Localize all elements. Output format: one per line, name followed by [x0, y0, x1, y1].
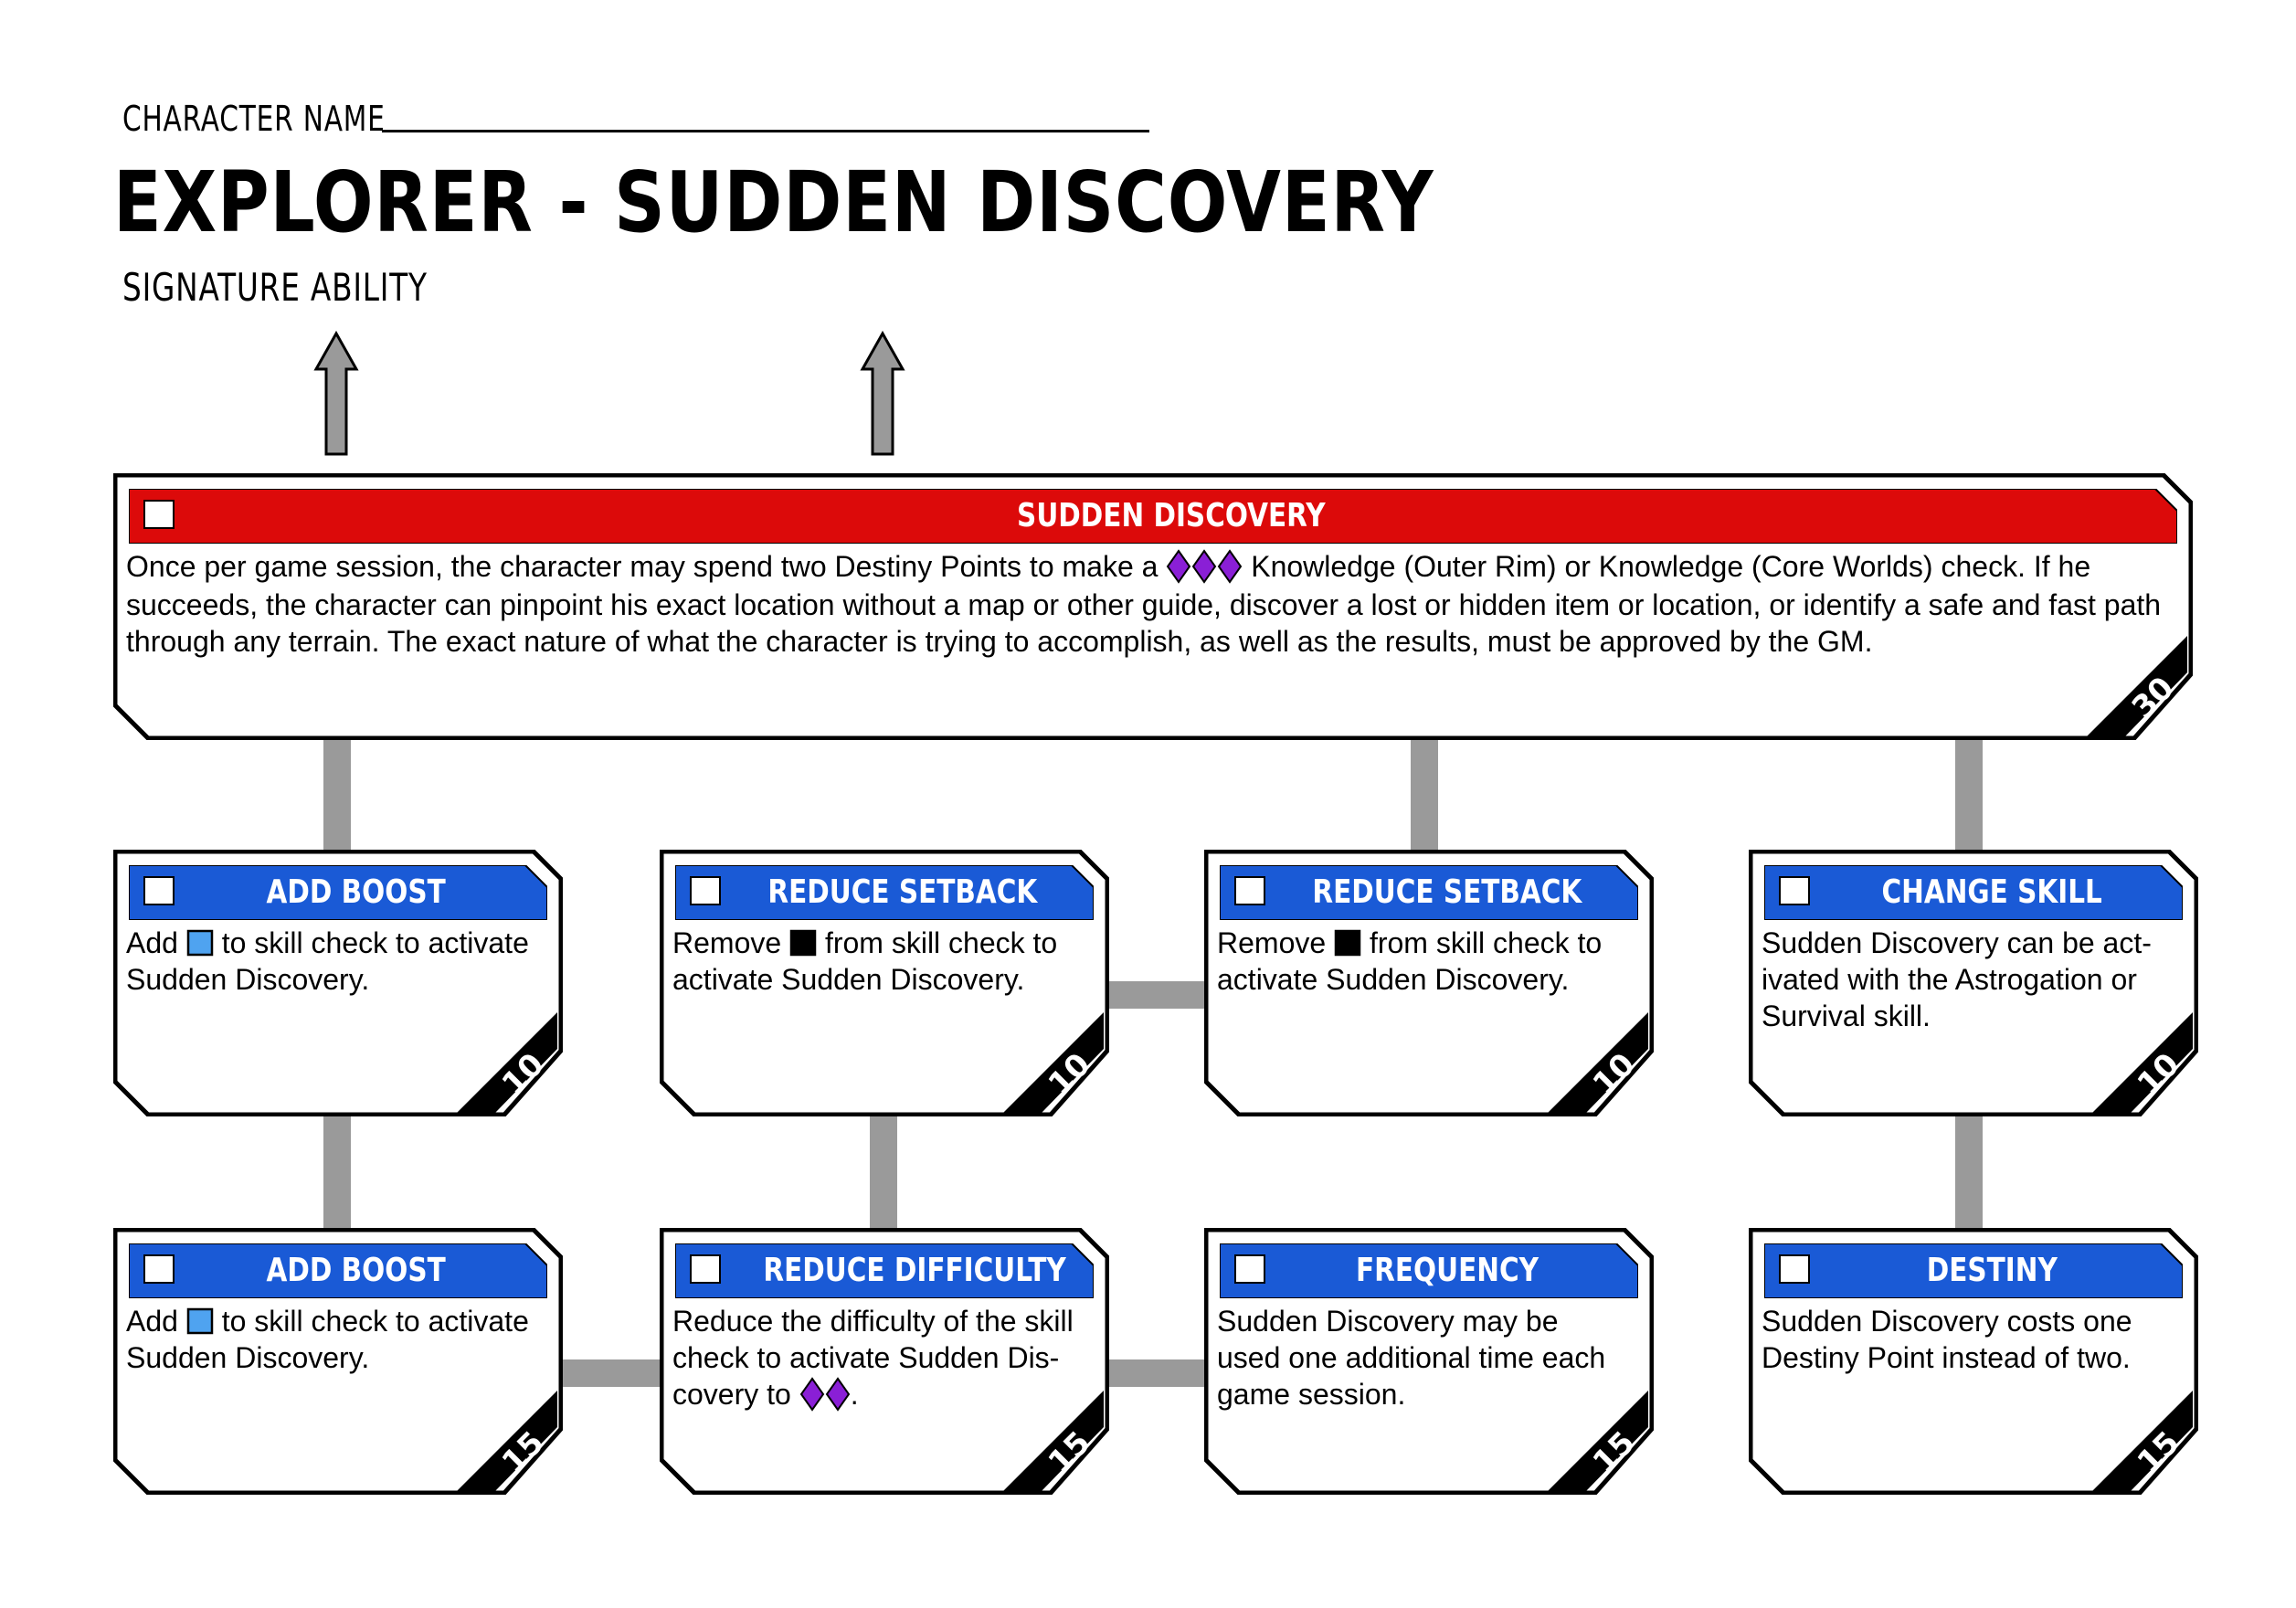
upgrade-description: Add to skill check to activate Sudden Di…	[126, 1305, 529, 1374]
upgrade-checkbox[interactable]	[1779, 876, 1810, 905]
upgrade-card: ADD BOOST Add to skill check to activate…	[113, 850, 563, 1116]
upgrade-title: ADD BOOST	[266, 1252, 447, 1289]
upgrade-card: REDUCE DIFFICULTY Reduce the difficulty …	[660, 1228, 1109, 1495]
upgrade-checkbox[interactable]	[1234, 1254, 1265, 1284]
character-name-label: CHARACTER NAME	[122, 99, 386, 139]
upgrade-card: FREQUENCY Sudden Discovery may be used o…	[1204, 1228, 1654, 1495]
main-ability-description: Once per game session, the character may…	[126, 548, 2162, 658]
upgrade-card: ADD BOOST Add to skill check to activate…	[113, 1228, 563, 1495]
cost-badge: 10	[1548, 1012, 1648, 1113]
page-subtitle: SIGNATURE ABILITY	[122, 265, 428, 310]
upgrade-title: DESTINY	[1926, 1252, 2058, 1289]
page-title: EXPLORER - SUDDEN DISCOVERY	[113, 153, 1434, 251]
cost-badge: 30	[2087, 636, 2187, 736]
cost-badge: 10	[1003, 1012, 1104, 1113]
upgrade-card: REDUCE SETBACK Remove from skill check t…	[660, 850, 1109, 1116]
upgrade-title: REDUCE DIFFICULTY	[763, 1252, 1066, 1289]
upgrade-title: CHANGE SKILL	[1881, 873, 2102, 911]
upgrade-description: Sudden Discovery costs one Destiny Point…	[1762, 1305, 2132, 1374]
main-ability-card: SUDDEN DISCOVERY Once per game session, …	[113, 473, 2193, 740]
tree-connector	[323, 1113, 351, 1232]
setback-die-icon	[789, 929, 817, 956]
upgrade-title: ADD BOOST	[266, 873, 447, 911]
upgrade-card: DESTINY Sudden Discovery costs one Desti…	[1749, 1228, 2198, 1495]
upgrade-title: FREQUENCY	[1355, 1252, 1539, 1289]
upgrade-checkbox[interactable]	[690, 1254, 721, 1284]
cost-badge: 10	[2092, 1012, 2193, 1113]
upgrade-checkbox[interactable]	[1779, 1254, 1810, 1284]
cost-badge: 15	[457, 1391, 557, 1491]
upgrade-checkbox[interactable]	[143, 1254, 175, 1284]
upgrade-checkbox[interactable]	[690, 876, 721, 905]
main-ability-title: SUDDEN DISCOVERY	[1017, 497, 1326, 534]
upgrade-card: CHANGE SKILL Sudden Discovery can be act…	[1749, 850, 2198, 1116]
cost-badge: 10	[457, 1012, 557, 1113]
tree-connector	[870, 1113, 897, 1232]
upgrade-description: Sudden Discovery may be used one additio…	[1217, 1305, 1606, 1411]
tree-connector	[1104, 1359, 1208, 1387]
upgrade-description: Add to skill check to activate Sudden Di…	[126, 926, 529, 996]
upgrade-description: Remove from skill check to activate Sudd…	[1217, 926, 1603, 996]
tree-connector	[1104, 981, 1208, 1009]
difficulty-die-icon	[1167, 548, 1243, 584]
character-name-field[interactable]	[382, 130, 1149, 132]
boost-die-icon	[186, 929, 214, 956]
setback-die-icon	[1334, 929, 1361, 956]
upgrade-card: REDUCE SETBACK Remove from skill check t…	[1204, 850, 1654, 1116]
upgrade-checkbox[interactable]	[1234, 876, 1265, 905]
upgrade-description: Sudden Discovery can be act-ivated with …	[1762, 926, 2152, 1032]
upgrade-checkbox[interactable]	[143, 876, 175, 905]
upgrade-description: Reduce the difficulty of the skill check…	[672, 1305, 1074, 1412]
tree-connector	[1955, 1113, 1983, 1232]
upgrade-title: REDUCE SETBACK	[1312, 873, 1582, 911]
tree-connector	[1955, 736, 1983, 853]
boost-die-icon	[186, 1307, 214, 1334]
up-arrow-icon	[860, 331, 905, 456]
cost-badge: 15	[2092, 1391, 2193, 1491]
tree-connector	[1411, 736, 1438, 853]
cost-badge: 15	[1548, 1391, 1648, 1491]
main-ability-checkbox[interactable]	[143, 500, 175, 529]
upgrade-description: Remove from skill check to activate Sudd…	[672, 926, 1058, 996]
up-arrow-icon	[313, 331, 359, 456]
tree-connector	[557, 1359, 661, 1387]
upgrade-title: REDUCE SETBACK	[767, 873, 1038, 911]
tree-connector	[323, 736, 351, 853]
cost-badge: 15	[1003, 1391, 1104, 1491]
difficulty-die-icon	[799, 1376, 850, 1412]
